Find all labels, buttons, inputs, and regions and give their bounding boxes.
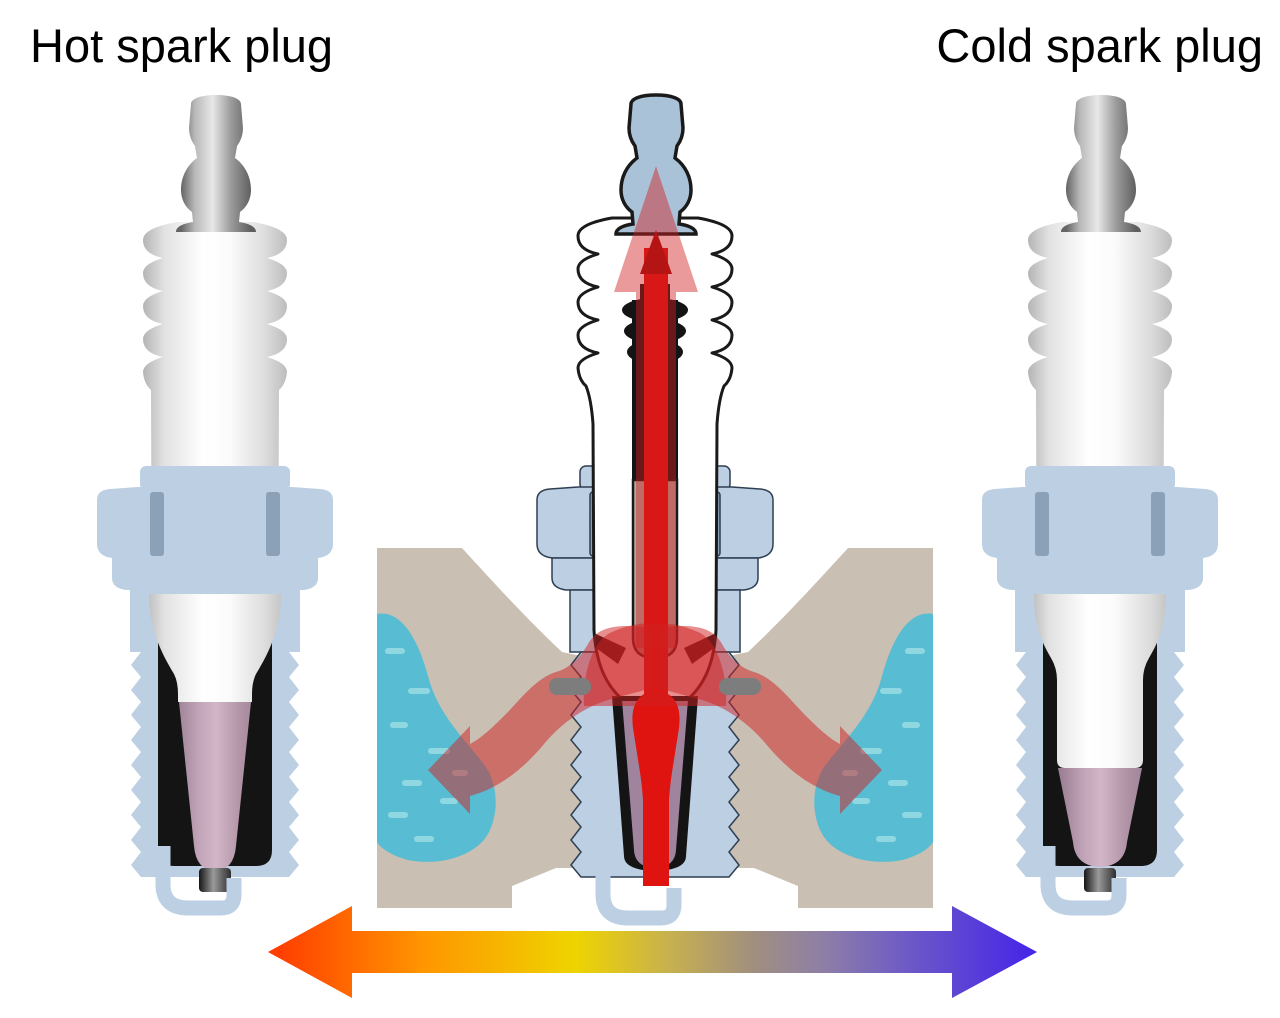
heat-flow-arrow-up (614, 166, 698, 886)
hot-spark-plug-figure (97, 95, 333, 908)
cold-plug-insulator-dome (1034, 594, 1166, 768)
hot-plug-center-electrode-tip (199, 868, 231, 892)
gasket (549, 678, 761, 695)
hot-plug-label: Hot spark plug (30, 19, 334, 72)
hot-plug-insulator-dome (149, 594, 281, 702)
cold-plug-label: Cold spark plug (936, 19, 1263, 72)
cold-plug-insulator-nose (1058, 768, 1142, 867)
cold-plug-center-electrode-tip (1084, 868, 1116, 892)
cold-spark-plug-figure (982, 95, 1218, 908)
cross-section-figure (377, 93, 933, 918)
terminal-cross-section (614, 93, 698, 236)
heat-arrow-dark-cone (640, 230, 672, 274)
gasket-right (719, 678, 761, 695)
heat-stream-left (428, 625, 652, 814)
heat-stream-right (658, 625, 882, 814)
hot-plug-insulator-nose (179, 702, 251, 871)
heat-arrow-translucent (614, 166, 698, 648)
temperature-scale-arrow (268, 906, 1037, 998)
gasket-left (549, 678, 591, 695)
coolant-speckles (385, 648, 925, 842)
heat-flow-arrows-lateral (428, 623, 882, 814)
